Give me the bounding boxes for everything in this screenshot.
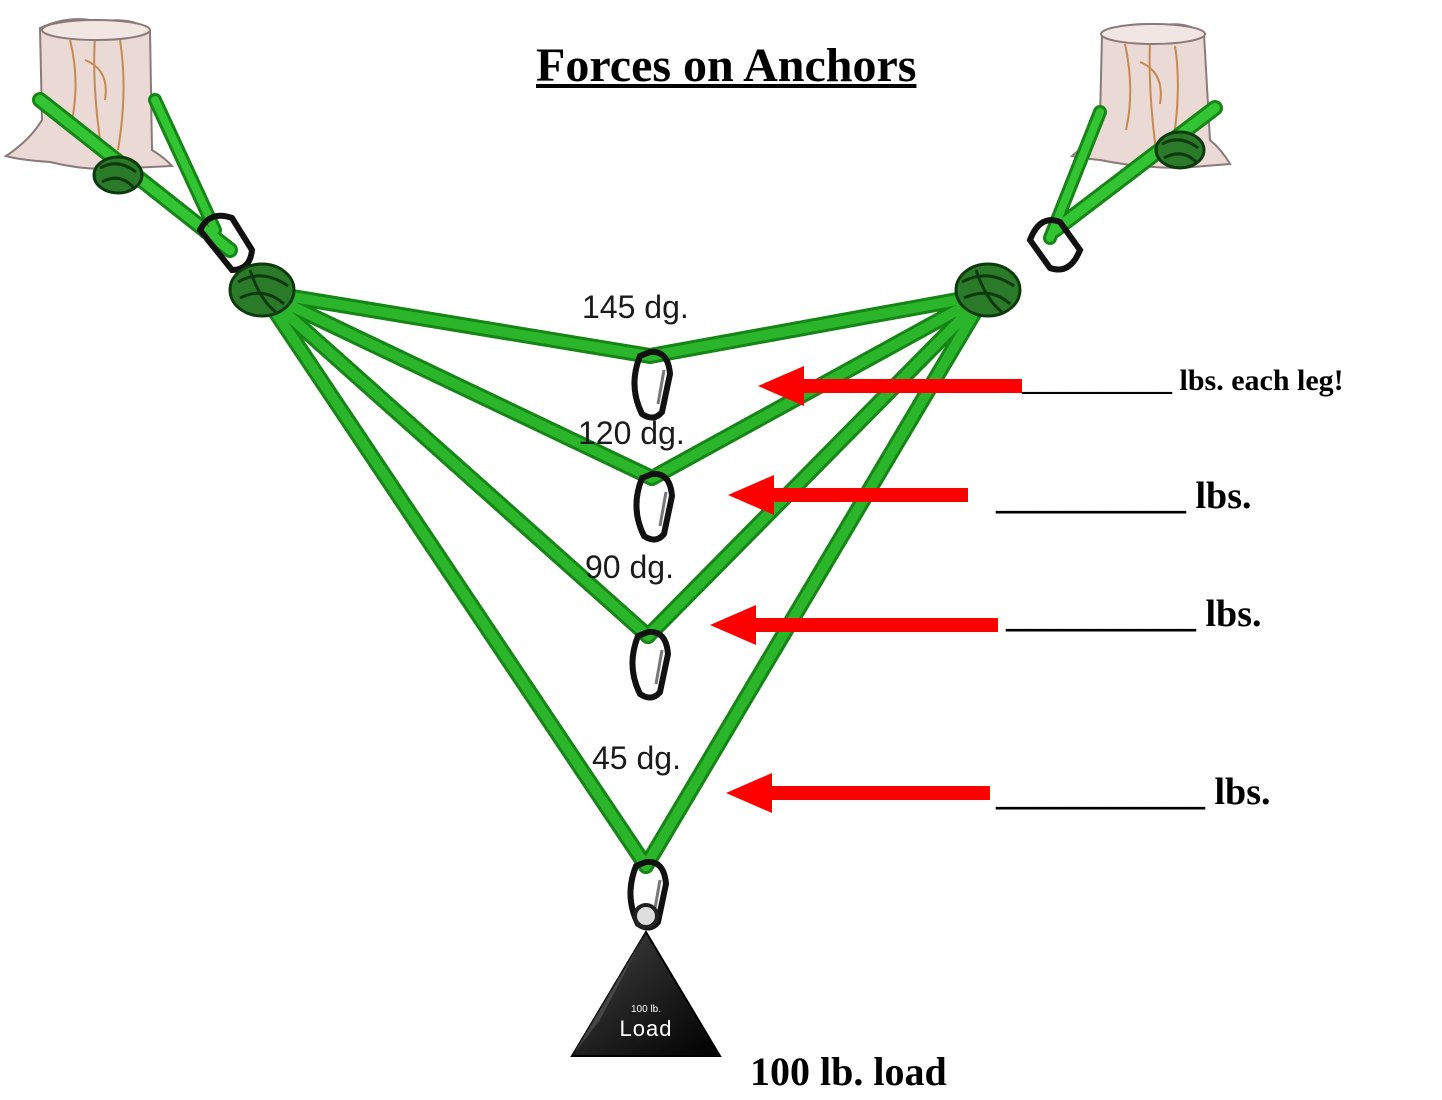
right-tree-knot — [1154, 130, 1206, 170]
answer-blank-45: ___________ lbs. — [996, 771, 1271, 813]
arrow-120 — [728, 475, 968, 515]
carabiner-gate-90 — [654, 649, 664, 685]
sling-leg-left-90 — [257, 287, 653, 641]
arrow-45 — [726, 773, 990, 813]
angle-label-90: 90 dg. — [585, 549, 674, 585]
arrow-90 — [710, 605, 998, 645]
left-tree-knot — [92, 155, 144, 195]
answer-blank-90: __________ lbs. — [1006, 593, 1262, 635]
answer-blank-145: __________ lbs. each leg! — [1022, 364, 1344, 397]
angle-label-145: 145 dg. — [582, 289, 689, 325]
load-caption: 100 lb. load — [750, 1049, 947, 1094]
load-ring — [633, 903, 659, 929]
right-anchor-sling — [1043, 100, 1223, 245]
right-tree-stump — [1069, 23, 1232, 170]
arrow-145 — [758, 366, 1022, 406]
force-arrows — [710, 366, 1022, 813]
carabiner-90 — [629, 628, 672, 701]
carabiner-gate-145 — [656, 369, 666, 405]
sling-leg-left-120 — [257, 287, 657, 483]
angle-label-120: 120 dg. — [578, 415, 685, 451]
right-anchor-carabiner — [1026, 217, 1084, 273]
sling-leg-left-145 — [257, 287, 655, 361]
sling-leg-right-145 — [645, 290, 990, 361]
sling-legs — [254, 284, 993, 874]
carabiner-145 — [631, 348, 674, 421]
right-master-knot — [954, 262, 1022, 318]
carabiner-120 — [633, 470, 676, 543]
carabiner-gate-120 — [658, 491, 668, 527]
page-title: Forces on Anchors — [536, 39, 917, 92]
sling-leg-left-45 — [257, 287, 651, 871]
load-weight: 100 lb. Load — [570, 903, 722, 1057]
sling-leg-right-90 — [643, 290, 990, 641]
weight-load-label: Load — [620, 1016, 673, 1041]
weight-small-label: 100 lb. — [631, 1004, 661, 1015]
angle-label-45: 45 dg. — [592, 740, 681, 776]
left-master-knot — [228, 262, 296, 318]
left-anchor-carabiner — [196, 212, 256, 274]
answer-blank-120: __________ lbs. — [996, 475, 1252, 517]
